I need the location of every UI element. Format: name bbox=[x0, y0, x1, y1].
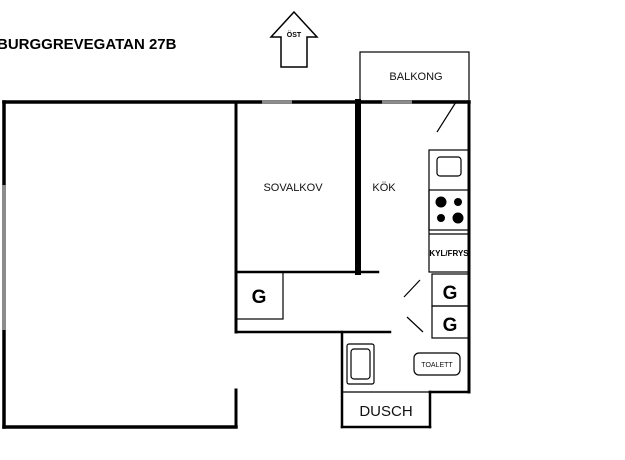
kitchen-counter: KYL/FRYS bbox=[428, 149, 470, 273]
wardrobe-label-1: G bbox=[252, 287, 267, 308]
windows bbox=[2, 100, 412, 330]
toilet-icon bbox=[413, 352, 461, 376]
stove-icon bbox=[428, 189, 470, 231]
door-swings bbox=[403, 101, 457, 333]
compass-label: ÖST bbox=[287, 30, 302, 39]
compass-arrow-icon: ÖST bbox=[269, 10, 319, 68]
wardrobe-2: G bbox=[431, 273, 470, 307]
bathroom: TOALETT DUSCH bbox=[342, 343, 461, 420]
room-label-kok: KÖK bbox=[372, 182, 396, 194]
balcony: BALKONG bbox=[359, 51, 470, 102]
sink-icon bbox=[436, 156, 462, 177]
wardrobe-3: G bbox=[431, 305, 470, 339]
room-label-balkong: BALKONG bbox=[389, 71, 442, 83]
toilet-label: TOALETT bbox=[421, 362, 453, 369]
fridge-label: KYL/FRYS bbox=[429, 249, 469, 258]
plan-title: BURGGREVEGATAN 27B bbox=[0, 36, 177, 53]
wardrobe-label-2: G bbox=[443, 283, 458, 304]
room-label-dusch: DUSCH bbox=[359, 403, 412, 420]
wardrobe-1: G bbox=[235, 271, 284, 320]
walls bbox=[2, 99, 471, 429]
room-label-sovalkov: SOVALKOV bbox=[263, 182, 323, 194]
wardrobe-label-3: G bbox=[443, 315, 458, 336]
shower-tray-icon bbox=[346, 343, 375, 385]
